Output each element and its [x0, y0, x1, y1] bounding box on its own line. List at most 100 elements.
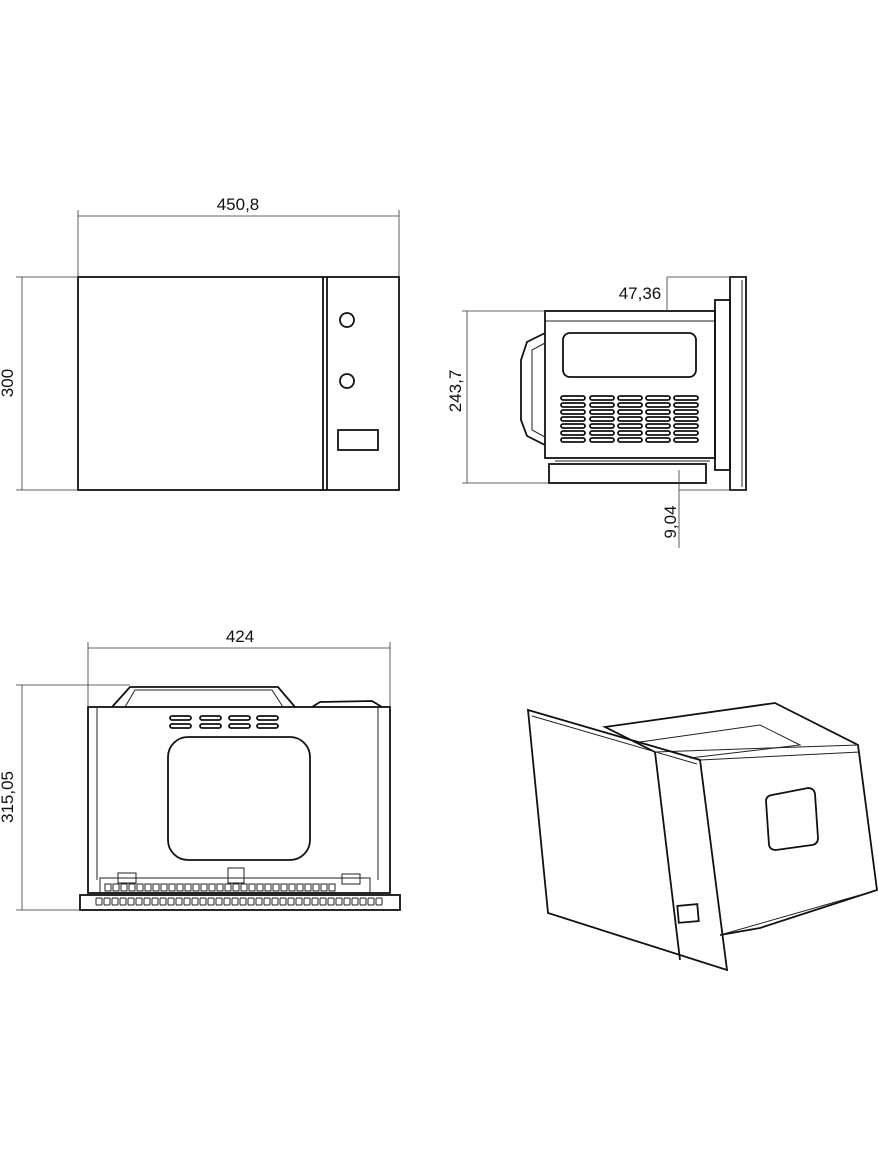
dimension-width-label: 450,8 — [217, 195, 260, 214]
vent-slot — [199, 723, 222, 729]
frame — [714, 299, 731, 471]
grille-slot — [135, 897, 143, 906]
grille-slot — [240, 883, 248, 892]
vent-slot — [560, 402, 586, 408]
grille-slot — [119, 897, 127, 906]
grille-slot — [216, 883, 224, 892]
display-window — [337, 429, 379, 451]
vent-slot — [560, 416, 586, 422]
grille-slot — [319, 897, 327, 906]
vent-slot — [645, 409, 671, 415]
vent-slot — [560, 437, 586, 443]
dimension-top-offset-label: 47,36 — [619, 284, 662, 303]
grille-slot — [191, 897, 199, 906]
control-bump — [311, 700, 383, 708]
grille-slot — [200, 883, 208, 892]
grille-slot — [327, 897, 335, 906]
vent-slot — [673, 395, 699, 401]
grille-slot — [103, 897, 111, 906]
grille-slot — [328, 883, 336, 892]
grille-slot — [207, 897, 215, 906]
vent-slot — [560, 409, 586, 415]
vent-slot — [617, 402, 643, 408]
grille-slot — [335, 897, 343, 906]
isometric-view — [526, 702, 878, 972]
grille-slot — [223, 897, 231, 906]
dimension-height-label: 300 — [0, 369, 17, 397]
grille-slot — [304, 883, 312, 892]
grille-slot — [248, 883, 256, 892]
dimension-depth-label: 315,05 — [0, 771, 17, 823]
grille-slot — [287, 897, 295, 906]
vent-slot — [673, 409, 699, 415]
vent-slot — [617, 437, 643, 443]
door-plate — [729, 276, 747, 491]
grille-slot — [303, 897, 311, 906]
grille-slot — [215, 897, 223, 906]
vent-slot — [256, 715, 279, 721]
vent-slot — [673, 416, 699, 422]
grille-slot — [247, 897, 255, 906]
grille-slot — [239, 897, 247, 906]
grille-slot — [128, 883, 136, 892]
base-rail — [79, 894, 401, 911]
grille-slot — [296, 883, 304, 892]
iso-display — [676, 903, 700, 924]
iso-side-window — [765, 787, 819, 851]
grille-slot — [256, 883, 264, 892]
grille-slot — [272, 883, 280, 892]
vent-slot — [645, 402, 671, 408]
grille-slot — [184, 883, 192, 892]
grille-slot — [151, 897, 159, 906]
vent-slot — [560, 430, 586, 436]
grille-slot — [168, 883, 176, 892]
grille-slot — [343, 897, 351, 906]
vent-slot — [228, 715, 251, 721]
side-window — [562, 332, 697, 378]
grille-slot — [112, 883, 120, 892]
vent-slot — [560, 423, 586, 429]
grille-slot — [231, 897, 239, 906]
grille-slot — [263, 897, 271, 906]
side-view: 243,7 47,36 9,04 — [446, 276, 747, 548]
vent-slot — [617, 409, 643, 415]
iso-door — [526, 708, 729, 972]
grille-slot — [311, 897, 319, 906]
grille-slot — [199, 897, 207, 906]
grille-slot — [144, 883, 152, 892]
vent-slot — [589, 437, 615, 443]
grille-slot — [232, 883, 240, 892]
grille-slot — [159, 897, 167, 906]
iso-body — [602, 702, 878, 936]
vent-slot — [673, 437, 699, 443]
vent-slot — [645, 430, 671, 436]
vent-slot — [589, 423, 615, 429]
vent-slot — [256, 723, 279, 729]
top-view: 424 315,05 — [0, 627, 401, 911]
vent-slot — [589, 409, 615, 415]
vent-slot — [673, 402, 699, 408]
grille-slot — [167, 897, 175, 906]
dimension-width-label: 424 — [226, 627, 254, 646]
grille-slot — [295, 897, 303, 906]
grille-slot — [312, 883, 320, 892]
dimension-height-label: 243,7 — [446, 370, 465, 413]
grille-slot — [152, 883, 160, 892]
plinth — [548, 463, 707, 484]
vent-slot — [617, 430, 643, 436]
top-window — [167, 736, 311, 861]
vent-slot — [589, 402, 615, 408]
vent-slot — [617, 423, 643, 429]
grille-slot — [136, 883, 144, 892]
knob-icon — [339, 312, 355, 328]
vent-slot — [645, 423, 671, 429]
grille-slot — [120, 883, 128, 892]
knob-icon — [339, 373, 355, 389]
grille-slot — [111, 897, 119, 906]
top-bump — [111, 686, 296, 708]
vent-slot — [169, 723, 192, 729]
vent-slot — [560, 395, 586, 401]
grille-slot — [288, 883, 296, 892]
vent-slot — [617, 395, 643, 401]
